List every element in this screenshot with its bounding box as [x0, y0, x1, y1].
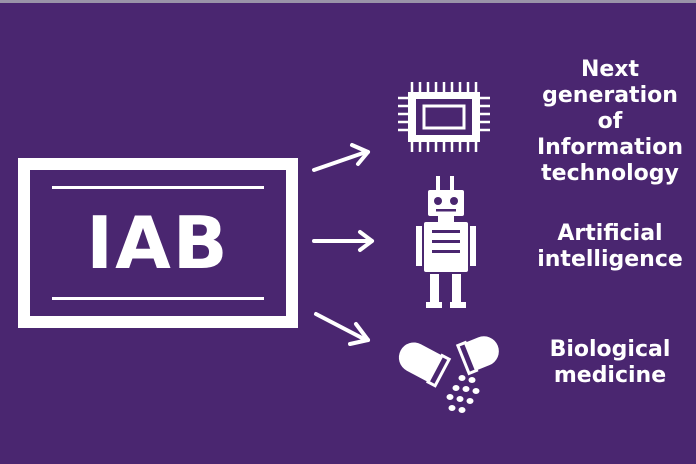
arrow-down-right [314, 312, 370, 346]
label-line: Information [537, 135, 683, 160]
logo-rule-top [52, 186, 264, 189]
microchip-icon [398, 82, 490, 152]
label-line: medicine [553, 363, 667, 388]
label-line: Biological [549, 337, 671, 362]
arrow-up-right [312, 143, 370, 172]
robot-icon [416, 176, 476, 308]
capsule-pill-icon [398, 336, 499, 413]
logo-rule-bottom [52, 297, 264, 300]
label-line: intelligence [537, 247, 683, 272]
label-biological-medicine: Biological medicine [528, 337, 692, 389]
label-line: generation [542, 83, 678, 108]
logo-text: IAB [86, 201, 230, 285]
top-border-line [0, 0, 696, 3]
label-line: technology [541, 161, 679, 186]
label-artificial-intelligence: Artificial intelligence [528, 221, 692, 273]
label-information-technology: Next generation of Information technolog… [528, 57, 692, 187]
iab-logo: IAB [18, 158, 298, 328]
arrow-right [312, 230, 374, 252]
label-line: Artificial [557, 221, 663, 246]
label-line: Next [580, 57, 640, 82]
label-line: of [597, 109, 623, 134]
